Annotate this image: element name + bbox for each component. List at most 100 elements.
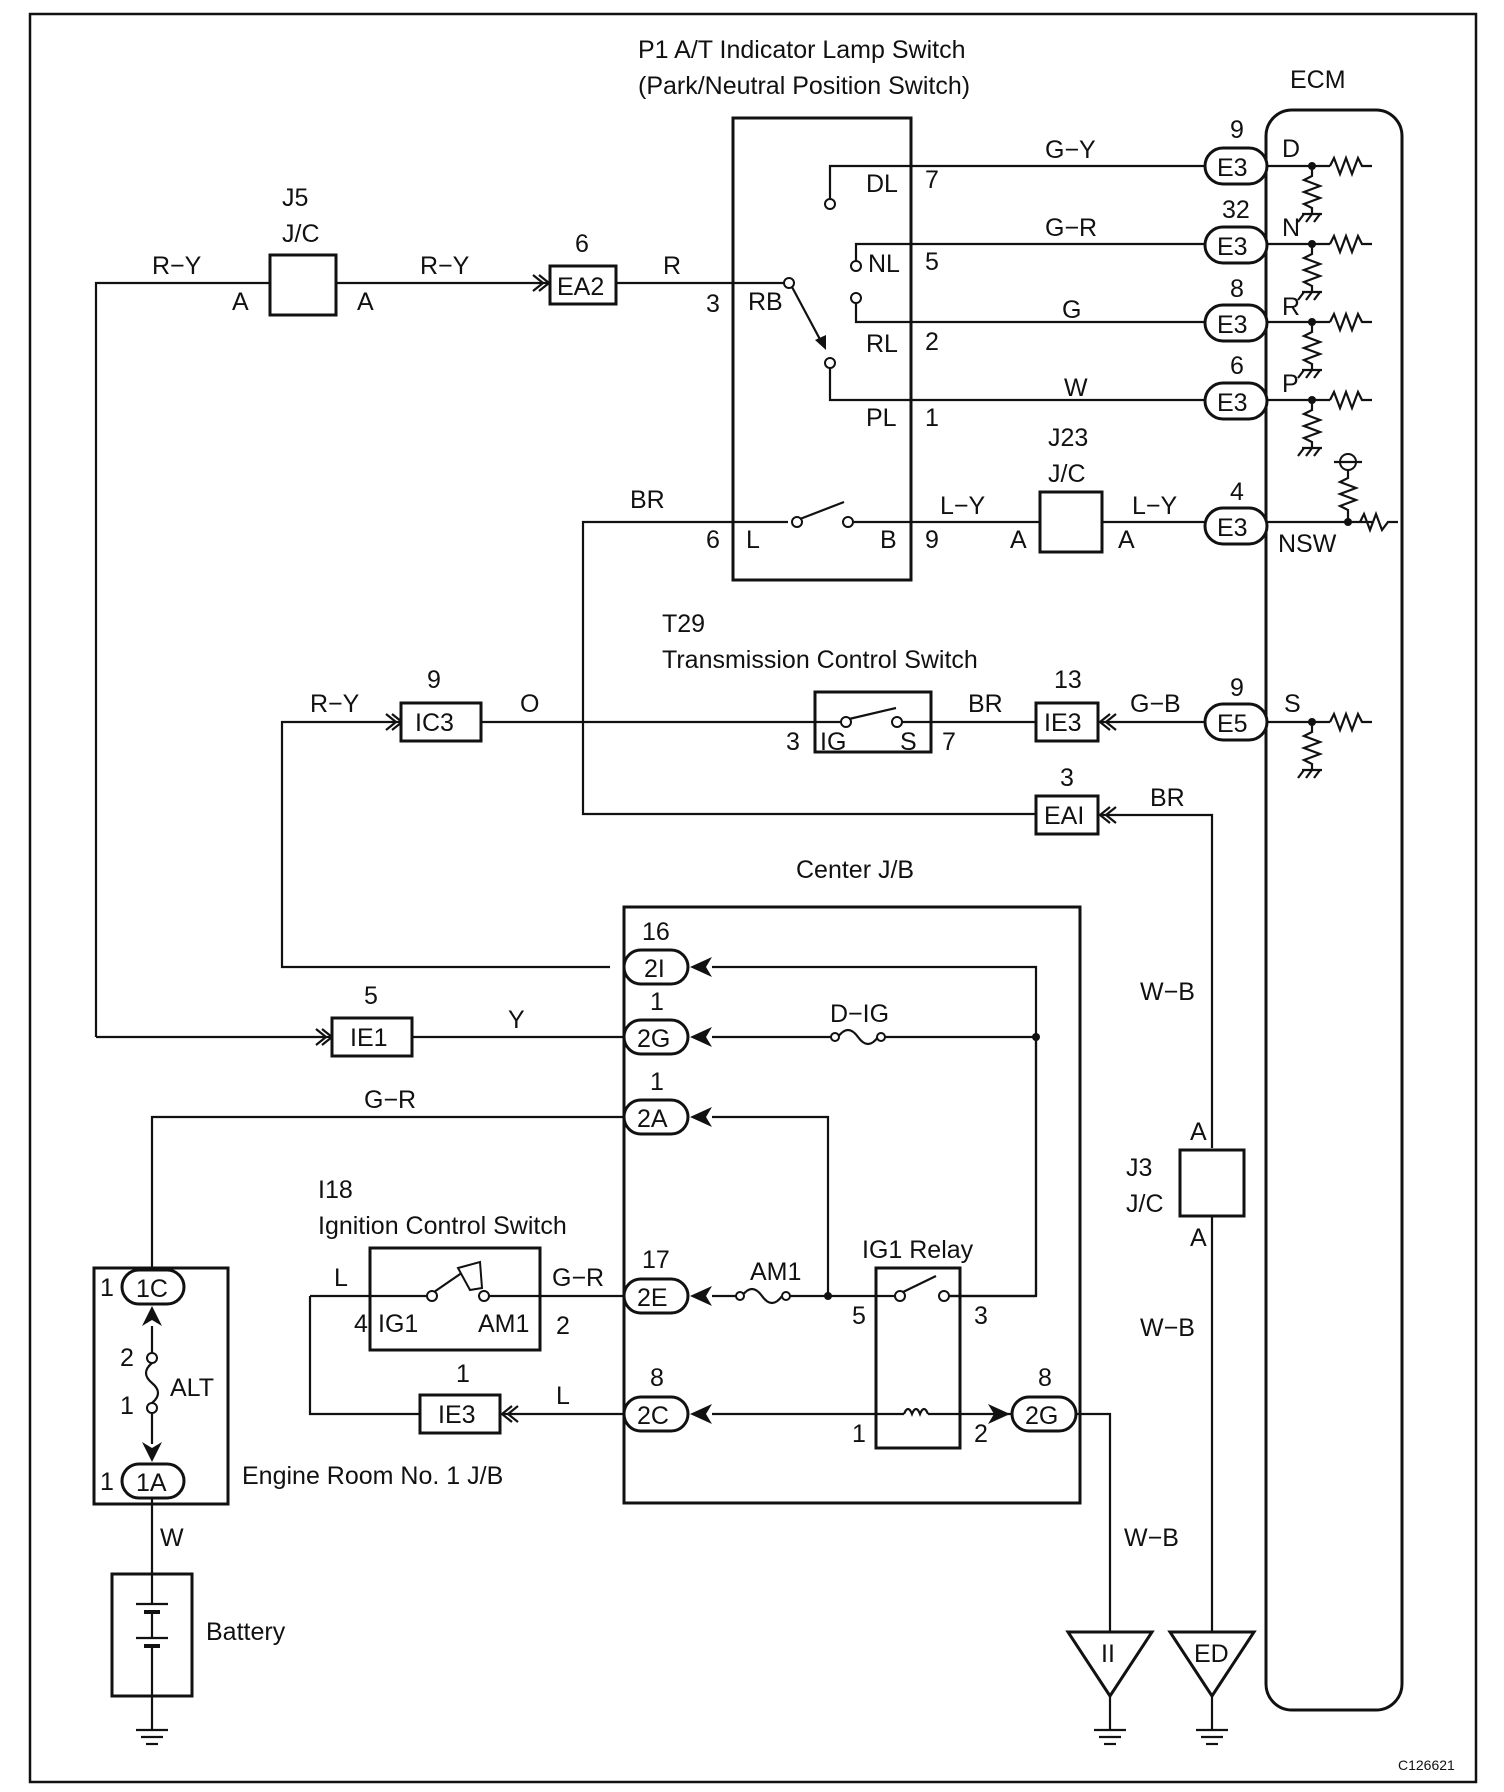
- am1-fuse-label: AM1: [750, 1258, 801, 1286]
- ig1-relay-pin-2: 2: [974, 1420, 988, 1448]
- c2i-pill: [622, 948, 690, 986]
- ie3-bottom-pin-number: 1: [456, 1360, 470, 1388]
- e3-r-pin-number: 8: [1230, 275, 1244, 303]
- i18-pin-2: 2: [556, 1312, 570, 1340]
- ea2-pin-number: 6: [575, 230, 589, 258]
- ig1-relay-contact-5: [894, 1290, 906, 1302]
- p1-dl-contact: [828, 164, 1205, 200]
- alt-label: ALT: [170, 1374, 214, 1402]
- wire-w-label-2: W: [160, 1524, 184, 1552]
- ie3-bottom-label: IE3: [438, 1401, 476, 1429]
- dig-fuse-end-b: [876, 1032, 886, 1042]
- p1-pl-label: PL: [866, 404, 897, 432]
- p1-pl-dot: [824, 357, 836, 369]
- p1-title-line1: P1 A/T Indicator Lamp Switch: [638, 36, 965, 64]
- wire-l-label-2: L: [556, 1382, 570, 1410]
- p1-switch-blade: [791, 286, 824, 346]
- ecm-terminal-s-label: S: [1284, 690, 1301, 718]
- j5-jc-label: J/C: [282, 220, 320, 248]
- ie3-top-connector: [1034, 701, 1100, 743]
- p1-lb-blade: [799, 500, 845, 521]
- p1-pin-3: 3: [706, 290, 720, 318]
- ground-ii-triangle: [1065, 1630, 1155, 1699]
- junction-am1: [824, 1292, 832, 1300]
- eai-pin-number: 3: [1060, 764, 1074, 792]
- e3-d-pin-number: 9: [1230, 116, 1244, 144]
- e3-p-label: E3: [1217, 389, 1248, 417]
- t29-pin-7: 7: [942, 728, 956, 756]
- ig1-relay-label: IG1 Relay: [862, 1236, 974, 1264]
- alt-1c-pin: 1: [100, 1274, 114, 1302]
- wire-br-label-1: BR: [630, 486, 665, 514]
- wire-w-label: W: [1064, 374, 1088, 402]
- p1-switch-box: [731, 116, 913, 582]
- j5-pin-a-right: A: [357, 288, 374, 316]
- i18-pin-ig1: IG1: [378, 1310, 418, 1338]
- i18-pin-am1: AM1: [478, 1310, 529, 1338]
- wire-gr-label-2: G−R: [364, 1086, 416, 1114]
- e5-pin-number: 9: [1230, 674, 1244, 702]
- ig1-relay-pin-5: 5: [852, 1302, 866, 1330]
- diagram-id: C126621: [1398, 1757, 1455, 1773]
- c1c-label: 1C: [136, 1275, 168, 1303]
- ecm-label: ECM: [1290, 66, 1346, 94]
- e3-connector-n: 32 E3: [1203, 196, 1269, 265]
- i18-switch-box: [368, 1246, 542, 1352]
- j23-label: J23: [1048, 424, 1088, 452]
- diagram-frame: [28, 12, 1478, 1784]
- ecm-terminal-s: S: [1267, 690, 1372, 779]
- p1-title-line2: (Park/Neutral Position Switch): [638, 72, 970, 100]
- p1-nl-contact: [854, 242, 1205, 262]
- e3-nsw-label: E3: [1217, 514, 1248, 542]
- ecm-terminal-n: N: [1267, 214, 1372, 301]
- wire-ie1-arrow-a: [315, 1028, 328, 1046]
- wire-ry-ic3: [280, 720, 610, 969]
- ig1-relay-pin-3: 3: [974, 1302, 988, 1330]
- p1-dl-dot: [824, 198, 836, 210]
- ecm-terminal-n-label: N: [1282, 214, 1300, 242]
- i18-am1-contact: [478, 1290, 490, 1302]
- e3-connector-r: 8 E3: [1203, 275, 1269, 343]
- wire-ry-label-2: R−Y: [420, 252, 470, 280]
- dig-fuse-label: D−IG: [830, 1000, 889, 1028]
- j3-pin-a-bottom: A: [1190, 1224, 1207, 1252]
- wire-ry-arrow-ic3: [385, 713, 398, 731]
- wire-gy-label: G−Y: [1045, 136, 1096, 164]
- e5-label: E5: [1217, 710, 1248, 738]
- e3-connector-p: 6 E3: [1203, 352, 1269, 421]
- wire-wb-label-1: W−B: [1140, 978, 1195, 1006]
- am1-fuse-end-a: [735, 1291, 745, 1301]
- wire-o-label: O: [520, 690, 539, 718]
- p1-rl-contact: [854, 302, 1205, 324]
- ie3-bottom-connector: [418, 1393, 502, 1435]
- alt-terminal-2: [146, 1352, 158, 1364]
- p1-pin-rb: RB: [748, 288, 783, 316]
- am1-fuse-symbol: [741, 1287, 783, 1305]
- wire-gr-label-3: G−R: [552, 1264, 604, 1292]
- wire-g-label: G: [1062, 296, 1081, 324]
- alt-terminal-1: [146, 1402, 158, 1414]
- j5-pin-a-left: A: [232, 288, 249, 316]
- wire-ly-label-1: L−Y: [940, 492, 986, 520]
- alt-pin-2: 2: [120, 1344, 134, 1372]
- c2g-pin-number: 1: [650, 988, 664, 1016]
- ground-ed-label: ED: [1194, 1640, 1229, 1668]
- wire-br-eai-j3: [1100, 813, 1214, 1148]
- e5-pill: [1203, 702, 1269, 742]
- e3-n-label: E3: [1217, 233, 1248, 261]
- c2g-pill: [622, 1018, 690, 1056]
- wire-y-label: Y: [508, 1006, 525, 1034]
- c2i-arrow: [690, 957, 712, 977]
- battery-label: Battery: [206, 1618, 286, 1646]
- p1-dl-label: DL: [866, 170, 898, 198]
- ie3-top-pin-number: 13: [1054, 666, 1082, 694]
- wire-2a-internal: [712, 1115, 830, 1296]
- wire-gb-label: G−B: [1130, 690, 1181, 718]
- j3-junction-box: [1178, 1148, 1246, 1218]
- c1c-pill: [120, 1268, 186, 1306]
- center-jb-box: [622, 905, 1082, 1505]
- wire-l-loop: [308, 1296, 420, 1416]
- t29-title: Transmission Control Switch: [662, 646, 978, 674]
- engine-room-jb-label: Engine Room No. 1 J/B: [242, 1462, 503, 1490]
